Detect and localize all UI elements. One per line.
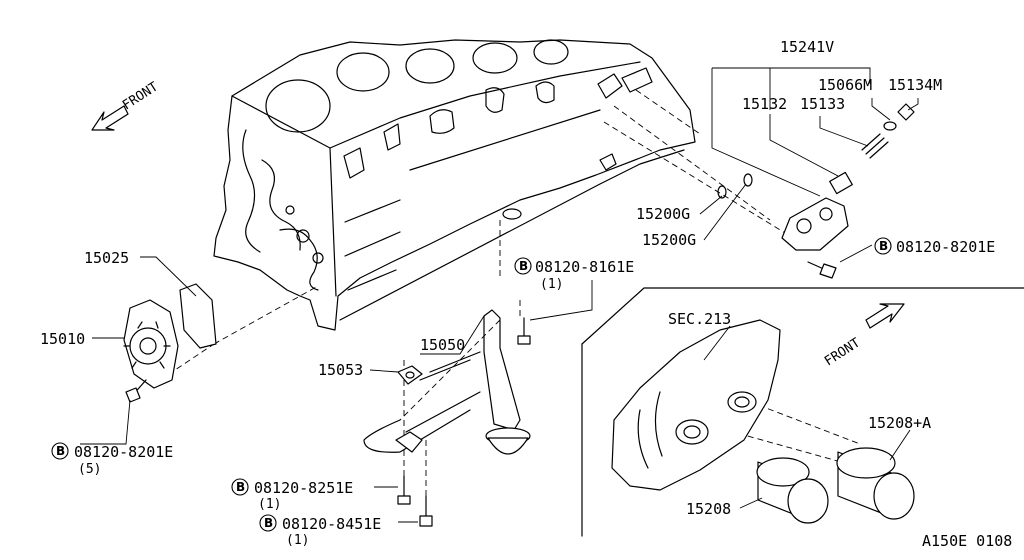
front-label-top: FRONT: [120, 79, 161, 113]
oil-strainer: [363, 309, 531, 527]
oil-filter-15208A: [836, 447, 915, 520]
leader-lines: [80, 67, 919, 523]
front-label-inset: FRONT: [822, 335, 863, 369]
svg-text:B: B: [519, 259, 528, 273]
diagram-code: A150E 0108: [922, 532, 1012, 550]
svg-text:08120-8451E: 08120-8451E: [282, 515, 381, 533]
relief-valve-assembly: [717, 103, 915, 279]
svg-text:(5): (5): [78, 462, 101, 477]
svg-text:(1): (1): [286, 533, 309, 548]
bolt-8451: B 08120-8451E (1): [259, 514, 381, 548]
label-15208: 15208: [686, 500, 731, 518]
engine-block: [213, 39, 696, 331]
oil-pump: [123, 283, 217, 403]
svg-text:B: B: [236, 480, 245, 494]
bolt-mid: B 08120-8161E (1): [514, 257, 634, 292]
svg-text:(1): (1): [540, 277, 563, 292]
label-15200G-a: 15200G: [636, 205, 690, 223]
svg-text:(1): (1): [258, 497, 281, 512]
front-arrow-top: FRONT: [91, 79, 161, 131]
bolt-right: B 08120-8201E: [874, 237, 995, 256]
label-15010: 15010: [40, 330, 85, 348]
label-sec213: SEC.213: [668, 310, 731, 328]
svg-text:08120-8201E: 08120-8201E: [74, 443, 173, 461]
svg-text:08120-8161E: 08120-8161E: [535, 258, 634, 276]
label-15132: 15132: [742, 95, 787, 113]
label-15025: 15025: [84, 249, 129, 267]
label-15066M: 15066M: [818, 76, 872, 94]
label-15208A: 15208+A: [868, 414, 931, 432]
svg-text:08120-8201E: 08120-8201E: [896, 238, 995, 256]
svg-text:B: B: [56, 444, 65, 458]
svg-text:B: B: [264, 516, 273, 530]
svg-text:08120-8251E: 08120-8251E: [254, 479, 353, 497]
bolt-8251: B 08120-8251E (1): [231, 478, 353, 512]
label-15053: 15053: [318, 361, 363, 379]
svg-text:B: B: [879, 239, 888, 253]
label-15200G-b: 15200G: [642, 231, 696, 249]
part-labels: 15241V 15066M 15134M 15132 15133 15200G …: [40, 38, 942, 518]
label-15134M: 15134M: [888, 76, 942, 94]
oil-filter-15208: [756, 457, 829, 524]
label-15050: 15050: [420, 336, 465, 354]
inset-section: FRONT: [581, 287, 1024, 537]
label-15133: 15133: [800, 95, 845, 113]
bolt-left: B 08120-8201E (5): [51, 442, 173, 477]
label-15241V: 15241V: [780, 38, 834, 56]
